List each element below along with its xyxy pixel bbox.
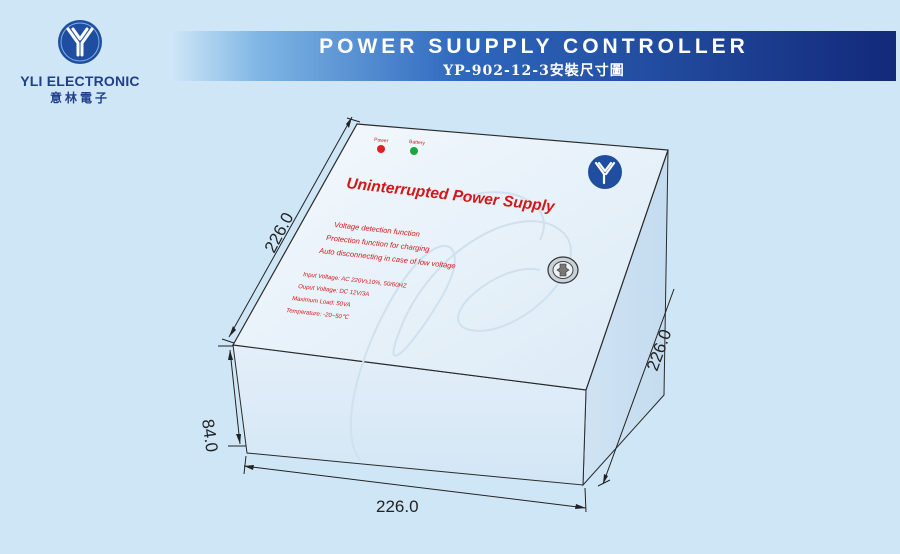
dimension-line-top-depth xyxy=(228,116,353,338)
page-title: POWER SUUPPLY CONTROLLER xyxy=(319,35,749,58)
key-lock-icon xyxy=(547,256,579,284)
brand-name-cn: 意林電子 xyxy=(49,91,110,105)
battery-led-label: Battery xyxy=(409,139,426,147)
dimension-label-width: 226.0 xyxy=(376,497,419,516)
company-logo: YLI ELECTRONIC 意林電子 xyxy=(0,18,160,106)
page-subtitle: YP-902-12-3安裝尺寸圖 xyxy=(443,63,625,79)
brand-name-en: YLI ELECTRONIC xyxy=(20,73,140,89)
watermark-signature xyxy=(349,191,572,461)
yli-logo-icon xyxy=(58,20,102,64)
dimension-line-height xyxy=(229,349,241,445)
box-logo-icon xyxy=(588,155,622,189)
title-banner: POWER SUUPPLY CONTROLLER YP-902-12-3安裝尺寸… xyxy=(172,31,896,81)
dimension-line-width xyxy=(243,465,587,509)
battery-led xyxy=(410,147,418,155)
power-led-label: Power xyxy=(374,137,389,144)
power-led xyxy=(377,145,385,153)
dimension-label-height: 84.0 xyxy=(198,418,221,453)
dimension-line-depth xyxy=(602,288,675,485)
